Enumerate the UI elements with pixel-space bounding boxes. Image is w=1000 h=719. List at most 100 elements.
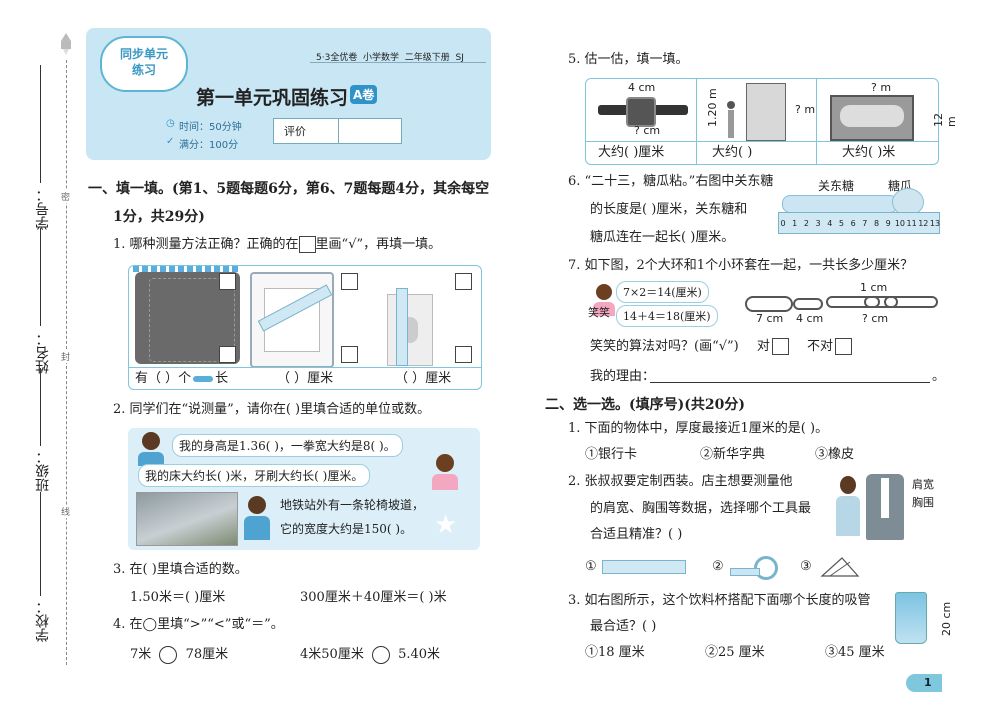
s2-q2-line-2: 的肩宽、胸围等数据，选择哪个工具最 (590, 501, 812, 516)
small-ring (793, 298, 823, 310)
speech-line-3: 地铁站外有一条轮椅坡道， (280, 498, 425, 512)
photo-frame-image (250, 272, 334, 368)
s1-q4-compare-1: 7米 78厘米 (130, 645, 229, 664)
girl-name: 笑笑 (588, 306, 610, 319)
class-line[interactable] (40, 368, 41, 446)
chest-label: 胸围 (912, 496, 934, 509)
s1-q3-item-1: 1.50米＝( )厘米 (130, 590, 226, 605)
s1-q4-compare-2: 4米50厘米 5.40米 (300, 645, 441, 664)
seal-char-3: 线 (61, 505, 71, 518)
checkbox-1a[interactable] (219, 273, 236, 290)
ruler-tick-label: 0 (780, 219, 786, 228)
q6-line-2: 的长度是( )厘米，关东糖和 (590, 202, 748, 217)
ruler-tick-label: 5 (838, 219, 844, 228)
seal-char-1: 密 (61, 190, 71, 203)
ruler-tick-label: 7 (862, 219, 868, 228)
pool-length-label: 12 m (932, 113, 958, 127)
s1-q3-text: 3. 在( )里填合适的数。 (113, 562, 248, 577)
ramp-photo (136, 492, 238, 546)
ruler-tick-label: 12 (918, 219, 929, 228)
s1-q1-text2: 里画“√”，再填一填。 (315, 237, 442, 252)
chained-rings (826, 296, 938, 308)
ring-label-7cm: 7 cm (756, 312, 784, 325)
s2-q2-opt-3: ③ (800, 559, 812, 574)
right-checkbox[interactable] (771, 338, 789, 355)
compare-circle-2[interactable] (371, 645, 390, 664)
s1-q4-text: 4. 在◯里填“>”“<”或“＝”。 (113, 617, 284, 632)
series-rule (310, 62, 486, 63)
q5-answer-2: 大约( ) (712, 145, 753, 160)
q1-answer-2: （ ）厘米 (277, 371, 334, 386)
checkbox-sample (298, 236, 316, 253)
s1-q1: 1. 哪种测量方法正确？正确的在 里画“√”，再填一填。 (113, 235, 441, 255)
suit-image (866, 474, 904, 540)
evaluation-input[interactable] (339, 119, 399, 143)
school-label: 学校： (35, 600, 51, 642)
big-ring-1 (745, 296, 793, 312)
q7-text: 7. 如下图，2个大环和1个小环套在一起，一共长多少厘米？ (568, 258, 914, 273)
s2-q1-opt-2: ②新华字典 (700, 447, 766, 462)
s2-q3-opt-1: ①18 厘米 (585, 645, 645, 660)
child-height-label: 1.20 m (706, 88, 719, 127)
answer-divider (129, 367, 481, 368)
compare-circle-1[interactable] (159, 645, 178, 664)
evaluation-label: 评价 (284, 125, 306, 138)
s2-q3-opt-2: ②25 厘米 (705, 645, 765, 660)
candy-label: 关东糖 (818, 179, 855, 193)
checkbox-1e[interactable] (455, 273, 472, 290)
boy-avatar (136, 432, 166, 466)
s2-q2-opt-2: ② (712, 559, 724, 574)
s1-q1-text: 1. 哪种测量方法正确？正确的在 (113, 237, 299, 252)
cup-image (895, 592, 927, 644)
checkbox-1b[interactable] (219, 346, 236, 363)
s1-q2-text: 2. 同学们在“说测量”，请你在( )里填合适的单位或数。 (113, 402, 431, 417)
checkbox-1d[interactable] (341, 346, 358, 363)
s2-q1-opt-1: ①银行卡 (585, 447, 638, 462)
straight-ruler-icon (602, 560, 686, 574)
q7-reason-label: 我的理由： (590, 369, 656, 384)
s2-q3-opt-3: ③45 厘米 (825, 645, 885, 660)
star-icon: ★ (434, 510, 458, 540)
door-image (746, 83, 786, 141)
school-line[interactable] (40, 492, 41, 596)
checkbox-1f[interactable] (455, 346, 472, 363)
name-line[interactable] (40, 228, 41, 326)
q6-line-1: 6. “二十三，糖瓜粘。”右图中关东糖 (568, 174, 774, 189)
watch-width-label: 4 cm (628, 81, 656, 94)
time-info: 时间：50分钟 (179, 122, 242, 133)
checkbox-1c[interactable] (341, 273, 358, 290)
ruler-tick-label: 4 (827, 219, 833, 228)
evaluation-divider (338, 119, 339, 143)
cup-height-label: 20 cm (940, 601, 953, 636)
ruler-tick-label: 3 (815, 219, 821, 228)
page-number-badge: 1 (906, 674, 942, 692)
ruler-tick-label: 8 (873, 219, 880, 228)
reason-line[interactable] (650, 382, 930, 383)
s2-q2-line-3: 合适且精准？( ) (590, 527, 683, 542)
speech-line-2: 我的床大约长( )米，牙刷大约长( )厘米。 (138, 464, 371, 487)
girl-figure (590, 284, 618, 316)
speech-line-1: 我的身高是1.36( )，一拳宽大约是8( )。 (172, 434, 403, 457)
page-number: 1 (924, 676, 932, 689)
pool-width-label: ? m (871, 81, 892, 94)
q1-answer-1: 有（ ）个长 (135, 371, 229, 386)
ring-label-total: ? cm (862, 312, 889, 325)
rocket-icon (60, 33, 72, 55)
wrong-checkbox[interactable] (835, 338, 853, 355)
vertical-ruler-icon (396, 288, 408, 366)
ruler-tick-label: 6 (850, 219, 856, 228)
score-info: 满分：100分 (179, 140, 239, 151)
student-id-line[interactable] (40, 65, 41, 183)
reason-period: 。 (932, 369, 946, 384)
s2-q3-line-1: 3. 如右图所示，这个饮料杯搭配下面哪个长度的吸管 (568, 593, 871, 608)
s2-q2-opt-1: ① (585, 559, 597, 574)
q5-answer-3: 大约( )米 (842, 145, 896, 160)
s2-q2-line-1: 2. 张叔叔要定制西装。店主想要测量他 (568, 474, 793, 489)
seal-char-2: 封 (61, 350, 71, 363)
ruler-tick-label: 9 (885, 219, 891, 228)
ring-label-4cm: 4 cm (796, 312, 824, 325)
section2-heading: 二、选一选。(填序号)(共20分) (545, 397, 745, 413)
clip-icon (193, 375, 214, 382)
q1-answer-3: （ ）厘米 (395, 371, 452, 386)
girl-avatar (430, 454, 460, 490)
